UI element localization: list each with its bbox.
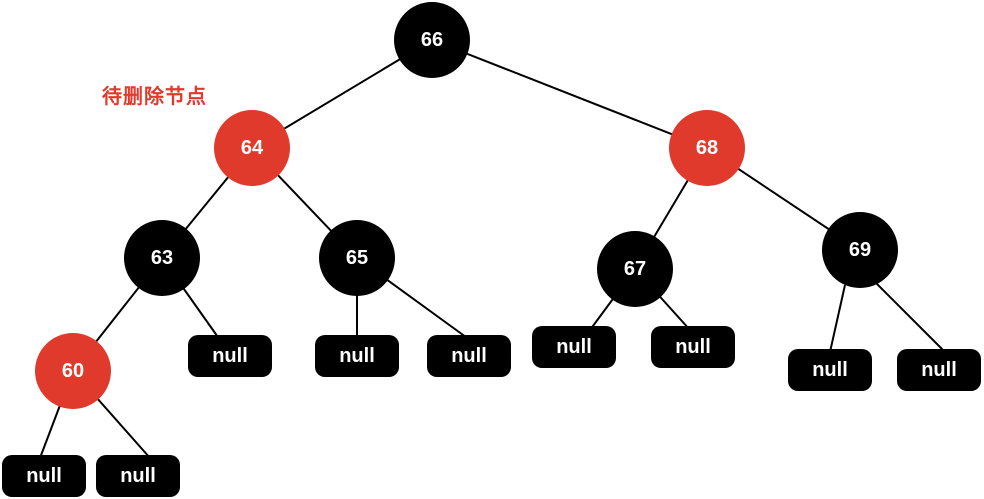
edge-69-null-left [829,284,846,353]
tree-node-64: 64 [214,110,290,186]
null-leaf-67-right: null [651,326,735,368]
delete-node-annotation: 待删除节点 [102,84,207,108]
tree-node-66: 66 [394,2,470,78]
tree-node-69: 69 [822,212,898,288]
tree-node-67: 67 [597,231,673,307]
null-leaf-60-left: null [2,455,86,497]
null-leaf-69-right: null [897,349,981,391]
tree-node-60: 60 [35,333,111,409]
null-leaf-67-left: null [532,326,616,368]
null-leaf-63-right: null [188,335,272,377]
edge-66-68 [431,39,708,149]
null-leaf-65-left: null [315,335,399,377]
null-leaf-65-right: null [427,335,511,377]
null-leaf-69-left: null [788,349,872,391]
tree-node-68: 68 [669,110,745,186]
edge-69-null-right [874,281,946,353]
tree-node-65: 65 [319,220,395,296]
tree-node-63: 63 [124,220,200,296]
null-leaf-60-right: null [96,455,180,497]
